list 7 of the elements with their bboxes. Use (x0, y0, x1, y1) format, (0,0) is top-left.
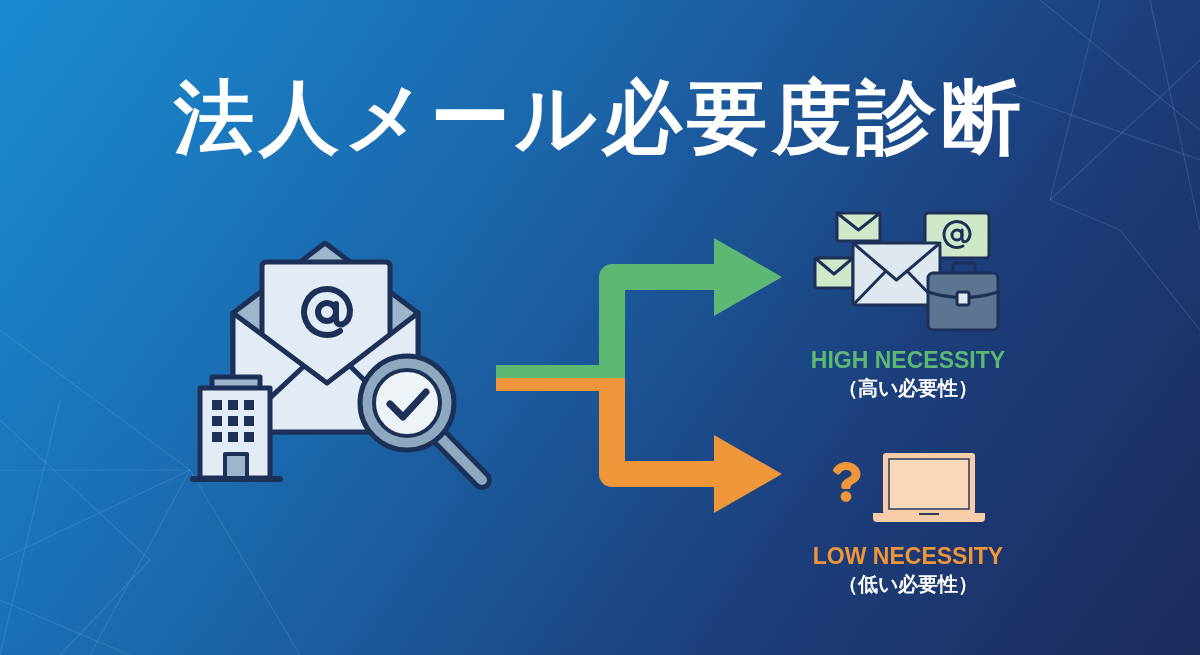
result-subheading: （高い必要性） (838, 376, 978, 401)
branch-arrow (496, 238, 782, 378)
result-heading: LOW NECESSITY (812, 542, 1004, 570)
title: 法人メール必要度診断 (174, 72, 1026, 164)
result-heading: HIGH NECESSITY (810, 346, 1006, 374)
branch-arrow (496, 378, 782, 513)
result-subheading: （低い必要性） (838, 572, 978, 597)
